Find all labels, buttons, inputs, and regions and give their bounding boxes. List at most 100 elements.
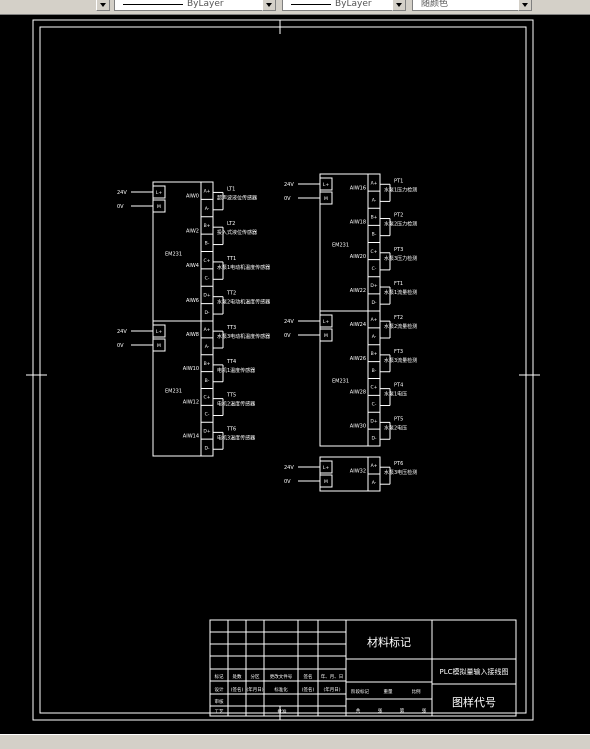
channel-label: AIW32 bbox=[350, 468, 366, 474]
terminal-label-dm: D- bbox=[204, 310, 209, 316]
toolbar-dropdown-arrow[interactable] bbox=[96, 0, 110, 11]
sensor-description: 电机1温度传感器 bbox=[217, 367, 255, 374]
linetype-dropdown-arrow[interactable] bbox=[262, 0, 276, 11]
channel-label: AIW12 bbox=[183, 400, 199, 406]
sensor-description: 水泵3电动机温度传感器 bbox=[217, 333, 270, 340]
plotstyle-dropdown-arrow[interactable] bbox=[518, 0, 532, 11]
sensor-tag: PT4 bbox=[394, 383, 403, 389]
plotstyle-dropdown[interactable]: 随颜色 bbox=[412, 0, 520, 11]
label-0v: 0V bbox=[284, 333, 291, 339]
design-row-cell: 设计 bbox=[215, 686, 224, 693]
module-label-em231: EM231 bbox=[165, 389, 182, 395]
label-0v: 0V bbox=[284, 479, 291, 485]
lineweight-dropdown[interactable]: ByLayer bbox=[282, 0, 394, 11]
sensor-tag: PT1 bbox=[394, 178, 403, 184]
channel-label: AIW28 bbox=[350, 390, 366, 396]
lineweight-swatch bbox=[291, 4, 331, 5]
channel-label: AIW18 bbox=[350, 220, 366, 226]
sensor-tag: TT4 bbox=[226, 359, 236, 365]
drawing-frame bbox=[26, 19, 540, 721]
inner-border bbox=[39, 26, 527, 714]
terminal-label-m: M bbox=[157, 204, 161, 210]
sensor-description: 电机3温度传感器 bbox=[217, 434, 255, 441]
plc-modules: L+M24V0VEM231A+A-AIW0LT1超声波液位传感器B+B-AIW2… bbox=[117, 173, 417, 492]
design-row-cell: (年月日) bbox=[323, 686, 340, 693]
stage-label: 阶段标记 bbox=[351, 688, 369, 695]
terminal-label-bp: B+ bbox=[204, 361, 211, 367]
plc-module-right_upper: L+M24V0VEM231A+A-AIW16PT1水泵1压力检测B+B-AIW1… bbox=[284, 173, 417, 312]
label-24v: 24V bbox=[284, 465, 294, 471]
sensor-description: 水泵3电压检测 bbox=[384, 469, 417, 476]
drawing-svg: L+M24V0VEM231A+A-AIW0LT1超声波液位传感器B+B-AIW2… bbox=[26, 19, 540, 721]
plc-module-left_upper: L+M24V0VEM231A+A-AIW0LT1超声波液位传感器B+B-AIW2… bbox=[117, 181, 270, 322]
terminal-label-ap: A+ bbox=[371, 180, 378, 186]
module-label-em231: EM231 bbox=[332, 243, 349, 249]
terminal-label-bp: B+ bbox=[204, 223, 211, 229]
label-24v: 24V bbox=[117, 329, 127, 335]
channel-label: AIW0 bbox=[186, 194, 199, 200]
channel-label: AIW16 bbox=[350, 185, 366, 191]
row-header-label: 处数 bbox=[233, 673, 242, 680]
lineweight-label: ByLayer bbox=[335, 0, 372, 9]
sensor-tag: PT3 bbox=[394, 247, 403, 253]
terminal-label-ap: A+ bbox=[204, 327, 211, 333]
sensor-description: 超声波液位传感器 bbox=[217, 194, 257, 201]
terminal-label-lplus: L+ bbox=[323, 319, 330, 325]
stage-label: 比例 bbox=[412, 688, 421, 695]
design-row-cell: (签名) bbox=[302, 686, 315, 693]
sensor-tag: PT5 bbox=[394, 416, 403, 422]
label-24v: 24V bbox=[284, 319, 294, 325]
linetype-dropdown[interactable]: ByLayer bbox=[114, 0, 264, 11]
channel-label: AIW24 bbox=[350, 322, 366, 328]
terminal-label-cm: C- bbox=[205, 412, 210, 418]
terminal-label-bm: B- bbox=[205, 241, 210, 247]
terminal-label-dp: D+ bbox=[370, 418, 377, 424]
material-mark: 材料标记 bbox=[367, 635, 411, 649]
sensor-tag: LT2 bbox=[227, 221, 235, 227]
terminal-label-ap: A+ bbox=[371, 463, 378, 469]
drawing-number-label: 图样代号 bbox=[452, 695, 496, 709]
label-0v: 0V bbox=[284, 196, 291, 202]
row-header-label: 签名 bbox=[304, 673, 313, 680]
plotstyle-label: 随颜色 bbox=[421, 0, 449, 9]
terminal-label-m: M bbox=[324, 196, 328, 202]
channel-label: AIW26 bbox=[350, 356, 366, 362]
channel-label: AIW2 bbox=[186, 228, 199, 234]
module-label-em231: EM231 bbox=[332, 379, 349, 385]
terminal-label-bp: B+ bbox=[371, 215, 378, 221]
terminal-label-ap: A+ bbox=[371, 317, 378, 323]
terminal-label-dm: D- bbox=[371, 300, 376, 306]
terminal-label-am: A- bbox=[372, 197, 377, 203]
sheet-label: 张 bbox=[422, 707, 427, 714]
channel-label: AIW6 bbox=[186, 298, 199, 304]
terminal-label-am: A- bbox=[205, 206, 210, 212]
sensor-tag: TT3 bbox=[226, 325, 236, 331]
terminal-label-cm: C- bbox=[372, 266, 377, 272]
sensor-tag: TT6 bbox=[226, 426, 236, 432]
plc-module-right_middle: L+M24V0VEM231A+A-AIW24FT2水泵2流量检测B+B-AIW2… bbox=[284, 310, 417, 447]
sensor-tag: LT1 bbox=[227, 186, 235, 192]
stage-label: 重量 bbox=[384, 688, 393, 695]
properties-toolbar: ByLayer ByLayer 随颜色 bbox=[0, 0, 590, 15]
terminal-label-ap: A+ bbox=[204, 188, 211, 194]
terminal-label-cm: C- bbox=[372, 402, 377, 408]
terminal-label-m: M bbox=[324, 333, 328, 339]
terminal-label-cp: C+ bbox=[204, 395, 211, 401]
drawing-title: PLC模拟量输入接线图 bbox=[439, 667, 508, 676]
sensor-tag: FT2 bbox=[394, 315, 403, 321]
sensor-tag: FT3 bbox=[394, 349, 403, 355]
lineweight-dropdown-arrow[interactable] bbox=[392, 0, 406, 11]
linetype-swatch bbox=[123, 4, 183, 5]
label-24v: 24V bbox=[284, 182, 294, 188]
terminal-label-m: M bbox=[157, 343, 161, 349]
process-label: 工艺 bbox=[215, 709, 224, 715]
terminal-label-bm: B- bbox=[372, 232, 377, 238]
sensor-description: 水泵3流量检测 bbox=[384, 357, 417, 364]
sensor-description: 水泵2电压 bbox=[384, 424, 407, 431]
sheet-label: 共 bbox=[356, 707, 361, 714]
design-row-cell: (签名) bbox=[231, 686, 244, 693]
approve-label: 批准 bbox=[278, 708, 287, 715]
sensor-description: 投入式液位传感器 bbox=[217, 229, 257, 236]
